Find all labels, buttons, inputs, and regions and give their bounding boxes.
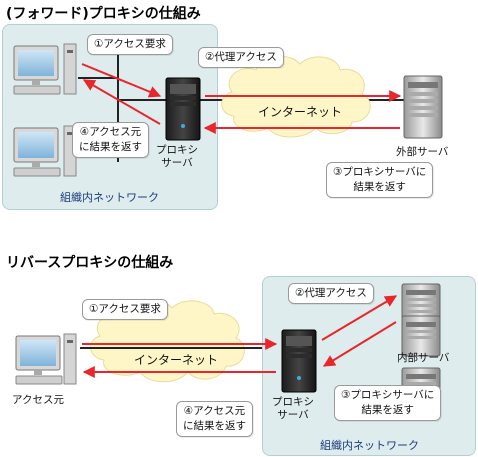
forward-callout-proxy-access: ②代理アクセス — [198, 47, 284, 68]
forward-proxy-server-icon — [165, 77, 201, 141]
forward-callout-4-line2: に結果を返す — [79, 141, 142, 153]
reverse-internal-server-icon-2 — [401, 315, 441, 357]
reverse-callout-access-request: ①アクセス要求 — [82, 299, 168, 320]
reverse-arrow-return-to-proxy — [322, 321, 397, 367]
forward-callout-access-request: ①アクセス要求 — [87, 34, 173, 55]
forward-external-server-label: 外部サーバ — [396, 146, 449, 158]
forward-internet-label: インターネット — [258, 105, 343, 119]
reverse-internal-server-icon-1 — [401, 283, 441, 325]
reverse-callout-3-line2: 結果を返す — [361, 404, 414, 416]
reverse-proxy-label: プロキシ サーバ — [272, 396, 314, 422]
reverse-internet-label: インターネット — [134, 353, 219, 367]
reverse-arrow-proxy-access — [321, 295, 398, 341]
reverse-arrows — [82, 295, 398, 378]
reverse-callout-4-line1: ④アクセス元 — [183, 405, 246, 417]
reverse-internal-server-label: 内部サーバ — [397, 352, 450, 364]
forward-proxy-title: (フォワード)プロキシの仕組み — [6, 6, 201, 22]
reverse-internal-network-label: 組織内ネットワーク — [320, 439, 419, 452]
forward-arrow-request — [81, 63, 162, 98]
forward-external-server-icon — [403, 75, 443, 139]
reverse-proxy-label-line2: サーバ — [277, 409, 309, 421]
forward-proxy-label: プロキシ サーバ — [156, 144, 198, 170]
forward-callout-3-line2: 結果を返す — [353, 181, 406, 193]
reverse-proxy-label-line1: プロキシ — [272, 396, 314, 408]
reverse-callout-4-line2: に結果を返す — [183, 420, 246, 432]
forward-internal-network-label: 組織内ネットワーク — [60, 191, 159, 204]
reverse-proxy-title: リバースプロキシの仕組み — [6, 255, 174, 271]
reverse-callout-3-line1: ③プロキシサーバに — [341, 389, 435, 401]
forward-arrow-return-to-pc — [82, 79, 161, 125]
forward-proxy-label-line2: サーバ — [161, 157, 193, 169]
reverse-proxy-server-icon — [281, 329, 317, 393]
forward-callout-return-to-source: ④アクセス元 に結果を返す — [72, 122, 149, 158]
forward-arrows — [81, 63, 402, 134]
reverse-access-source-label: アクセス元 — [12, 394, 64, 406]
reverse-pc-icon — [15, 333, 77, 385]
reverse-callout-proxy-access: ②代理アクセス — [288, 283, 374, 304]
reverse-callout-return-to-proxy: ③プロキシサーバに 結果を返す — [334, 385, 442, 421]
forward-proxy-label-line1: プロキシ — [156, 144, 198, 156]
forward-callout-4-line1: ④アクセス元 — [79, 126, 142, 138]
reverse-callout-return-to-source: ④アクセス元 に結果を返す — [176, 401, 253, 437]
forward-callout-return-to-proxy: ③プロキシサーバに 結果を返す — [326, 162, 434, 198]
forward-pc-top-icon — [13, 43, 77, 95]
forward-callout-3-line1: ③プロキシサーバに — [333, 166, 427, 178]
forward-pc-bottom-icon — [13, 125, 77, 177]
